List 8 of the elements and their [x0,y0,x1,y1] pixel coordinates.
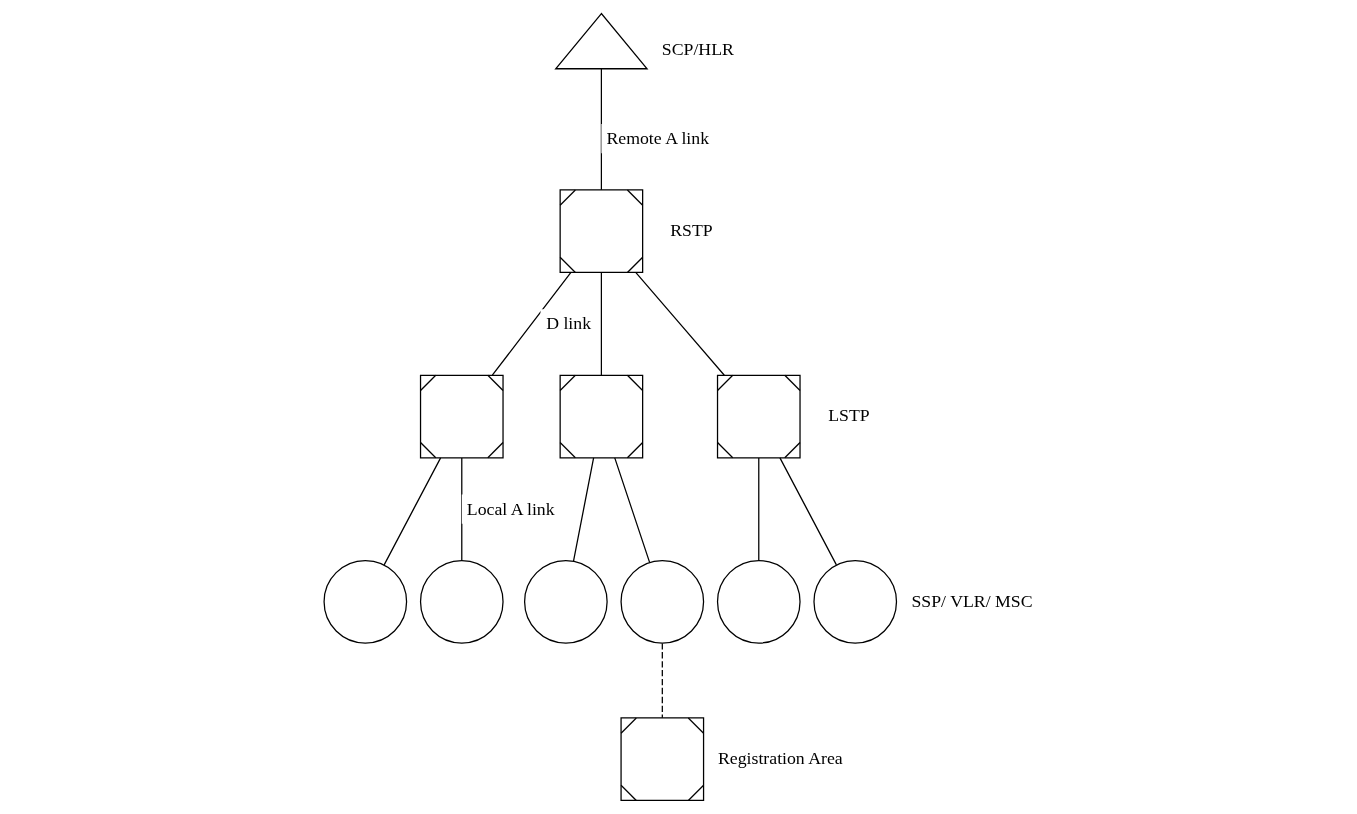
node-label: SCP/HLR [661,39,734,60]
edge-label: Remote A link [606,127,710,148]
node-label: RSTP [670,219,713,240]
node-label: SSP/ VLR/ MSC [911,590,1033,611]
node-label: LSTP [828,405,870,426]
node-label: Registration Area [717,747,843,768]
edge-label: D link [546,313,592,334]
edge-label: Local A link [466,498,555,519]
